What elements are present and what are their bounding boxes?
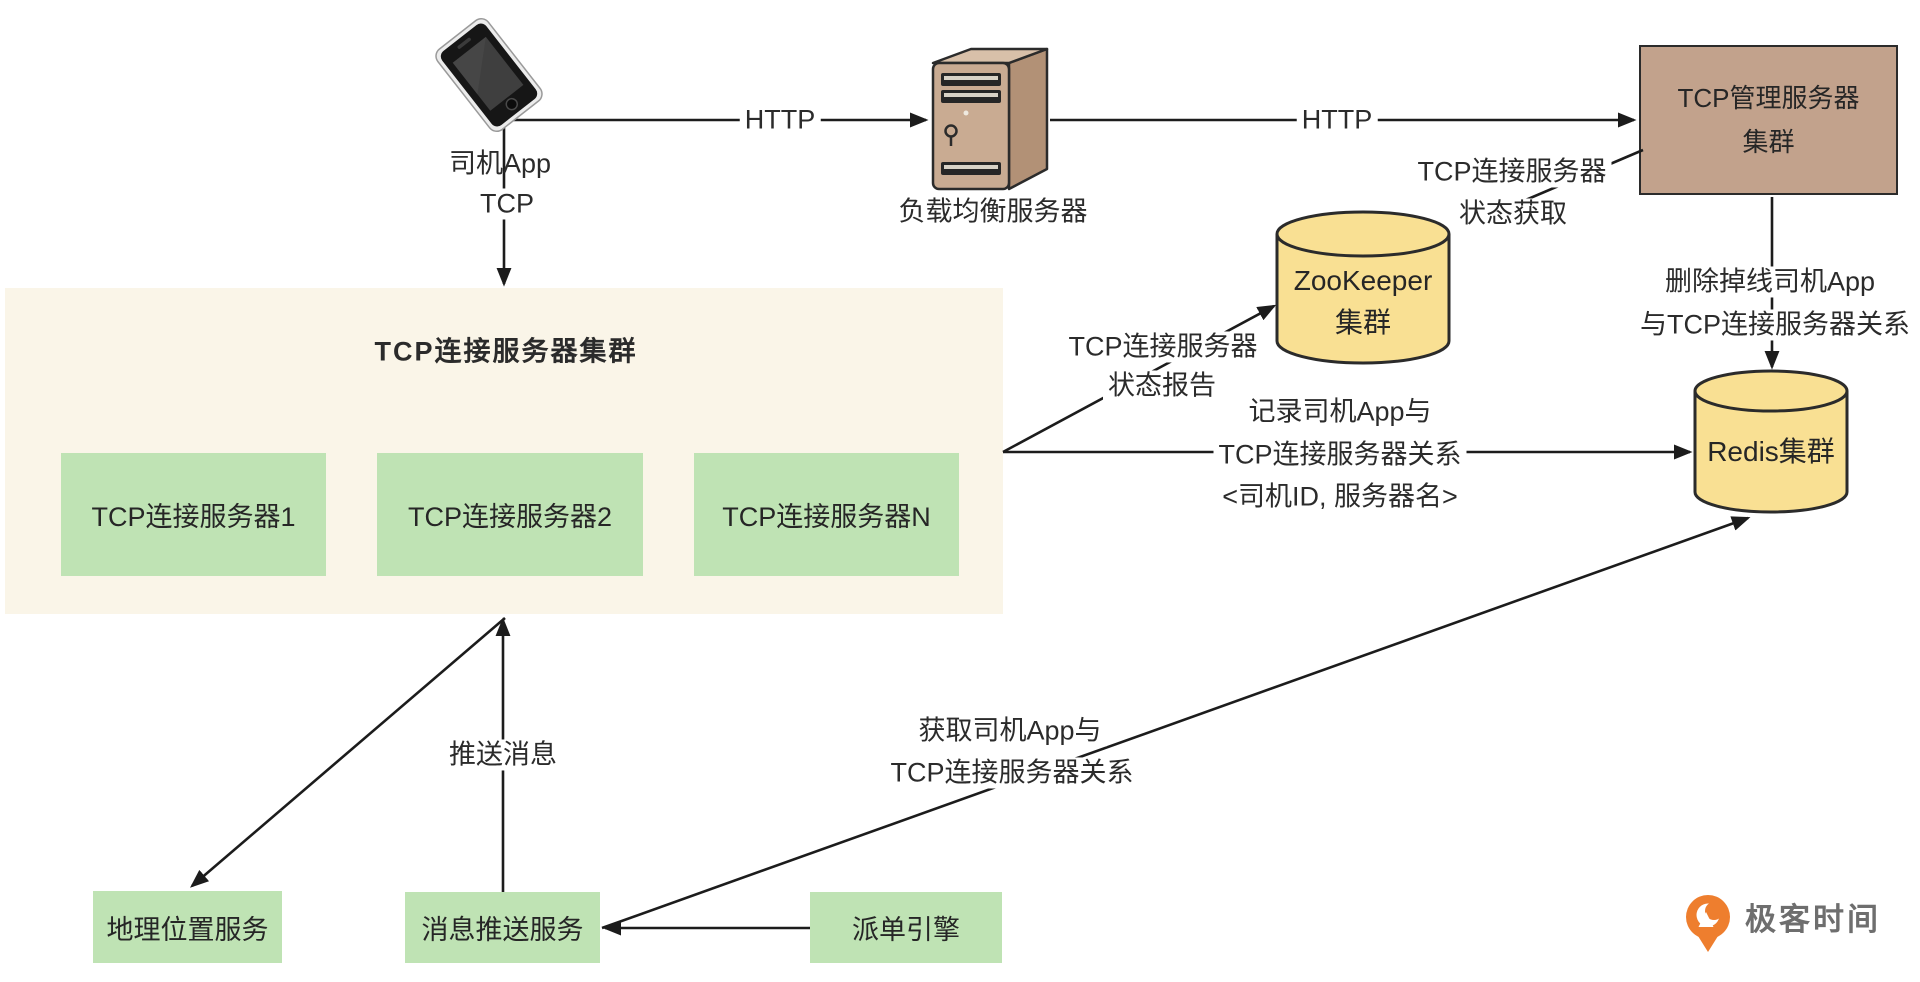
fetch-relation-label-line2: TCP连接服务器关系 [885,757,1139,789]
tcp-mgmt-cluster-line1: TCP管理服务器 [1677,82,1860,113]
tcp-mgmt-cluster-line2: 集群 [1742,127,1795,157]
tcp-conn-cluster-title: TCP连接服务器集群 [374,336,638,367]
zookeeper-cylinder [1275,210,1451,365]
edge-label-tcp: TCP [475,188,539,220]
driver-app-label: 司机App [448,148,552,179]
record-relation-label-line2: TCP连接服务器关系 [1213,439,1467,471]
geektime-logo-icon [1686,895,1730,952]
edge-cluster-to-geo [190,617,506,888]
edge-label-http-2: HTTP [1296,104,1378,136]
zookeeper-label-line1: ZooKeeper [1293,264,1433,296]
tcp-conn-server-n: TCP连接服务器N [694,453,959,576]
geo-service-label: 地理位置服务 [106,914,269,945]
tcp-conn-cluster-box: TCP连接服务器集群 TCP连接服务器1 TCP连接服务器2 TCP连接服务器N [5,288,1003,614]
status-fetch-label-line2: 状态获取 [1454,198,1572,230]
server-icon [931,47,1049,191]
zookeeper-label-line2: 集群 [1334,306,1392,338]
geektime-logo-text: 极客时间 [1745,902,1881,938]
geo-service-box: 地理位置服务 [93,891,282,963]
dispatch-engine-label: 派单引擎 [852,915,960,945]
msg-push-service-box: 消息推送服务 [405,892,600,963]
edge-label-http-1: HTTP [739,104,821,136]
msg-push-service-label: 消息推送服务 [421,915,584,945]
tcp-conn-server-1: TCP连接服务器1 [61,453,326,576]
dispatch-engine-box: 派单引擎 [810,892,1002,963]
tcp-mgmt-cluster-box: TCP管理服务器 集群 [1639,45,1898,195]
tcp-conn-server-n-label: TCP连接服务器N [722,502,931,532]
load-balancer-label: 负载均衡服务器 [898,196,1088,227]
record-relation-label-line3: <司机ID, 服务器名> [1217,481,1463,513]
status-fetch-label-line1: TCP连接服务器 [1412,156,1612,188]
edge-push-to-redis [601,516,1751,930]
smartphone-icon [435,17,543,133]
delete-offline-label-line1: 删除掉线司机App [1659,266,1881,298]
status-report-label-line1: TCP连接服务器 [1063,331,1263,363]
tcp-conn-server-1-label: TCP连接服务器1 [91,502,296,532]
status-report-label-line2: 状态报告 [1103,370,1221,402]
tcp-conn-server-2: TCP连接服务器2 [377,453,643,576]
push-message-label: 推送消息 [444,739,562,771]
redis-label: Redis集群 [1707,435,1835,467]
fetch-relation-label-line1: 获取司机App与 [913,715,1107,747]
redis-cylinder [1693,369,1849,514]
delete-offline-label-line2: 与TCP连接服务器关系 [1635,309,1915,341]
tcp-conn-server-2-label: TCP连接服务器2 [407,502,613,532]
record-relation-label-line1: 记录司机App与 [1243,396,1437,428]
